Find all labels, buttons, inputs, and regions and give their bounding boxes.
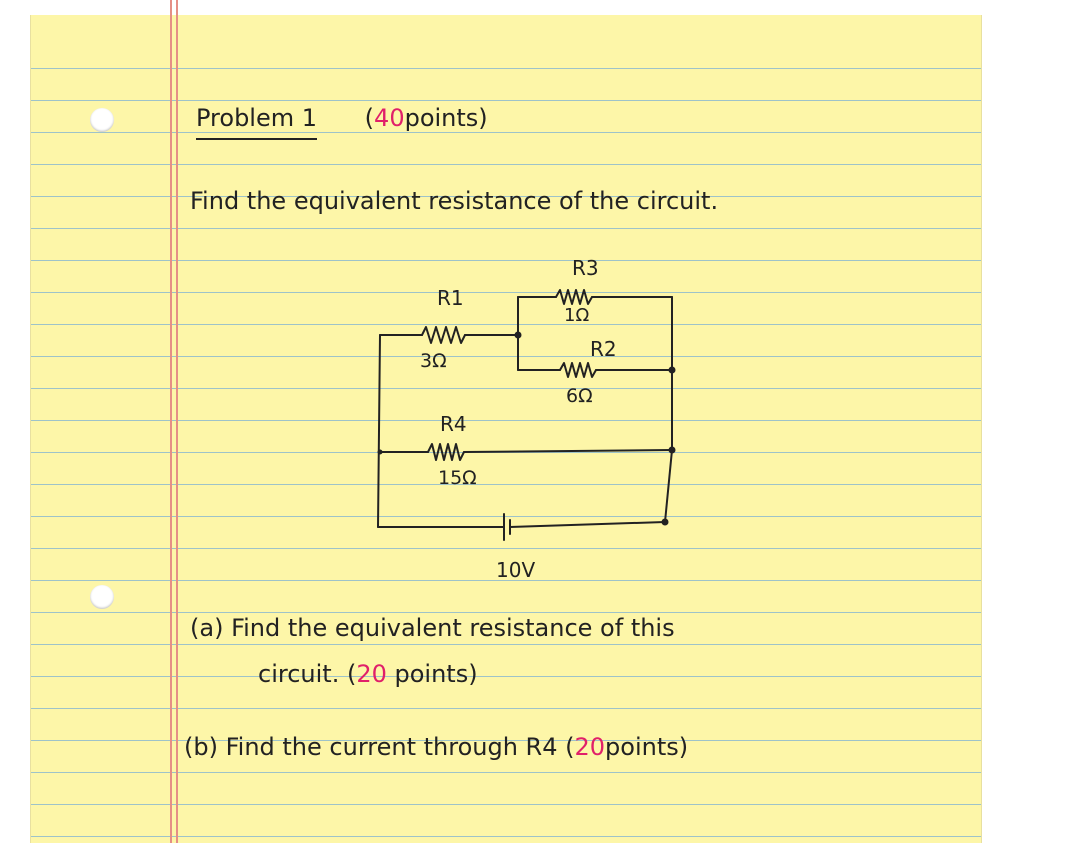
notebook-page	[30, 15, 982, 843]
node-dot	[377, 449, 383, 455]
part-b-points-unit: points)	[605, 733, 689, 761]
r4-value: 15Ω	[438, 467, 477, 489]
binder-hole	[90, 108, 114, 132]
r1-value: 3Ω	[420, 350, 447, 372]
r2-label: R2	[590, 337, 617, 361]
part-a-text: circuit. (	[258, 660, 357, 688]
resistor-r3	[555, 289, 593, 305]
points-open: (	[364, 104, 375, 132]
node-dot	[668, 446, 676, 454]
r4-label: R4	[440, 412, 467, 436]
part-b-line: (b) Find the current through R4 (20point…	[184, 733, 688, 761]
r2-value: 6Ω	[566, 385, 593, 407]
node-dot	[514, 331, 522, 339]
r3-label: R3	[572, 256, 599, 280]
wire	[509, 521, 666, 528]
right-rail-wire	[664, 449, 673, 523]
source-value: 10V	[496, 558, 536, 582]
part-a-line2: circuit. (20 points)	[258, 660, 478, 688]
part-a-line1: (a) Find the equivalent resistance of th…	[190, 614, 675, 642]
resistor-r2	[559, 362, 597, 378]
margin-line	[176, 0, 178, 843]
wire	[463, 449, 673, 453]
part-a-points-unit: points)	[394, 660, 478, 688]
resistor-r1	[421, 326, 466, 344]
part-b-points-value: 20	[574, 733, 606, 761]
node-dot	[668, 366, 676, 374]
binder-hole	[90, 585, 114, 609]
part-b-text: (b) Find the current through R4 (	[184, 733, 575, 761]
instruction-text: Find the equivalent resistance of the ci…	[190, 187, 719, 215]
node-dot	[661, 518, 669, 526]
problem-title: Problem 1 (40points)	[196, 104, 488, 140]
r3-value: 1Ω	[564, 305, 590, 326]
left-rail-wire	[377, 334, 381, 528]
resistor-r4	[427, 443, 465, 461]
title-text: Problem 1	[196, 104, 318, 140]
points-value: 40	[374, 104, 405, 132]
points-unit: points)	[404, 104, 488, 132]
margin-line	[170, 0, 172, 843]
part-a-points-value: 20	[356, 660, 387, 688]
r1-label: R1	[437, 286, 464, 310]
